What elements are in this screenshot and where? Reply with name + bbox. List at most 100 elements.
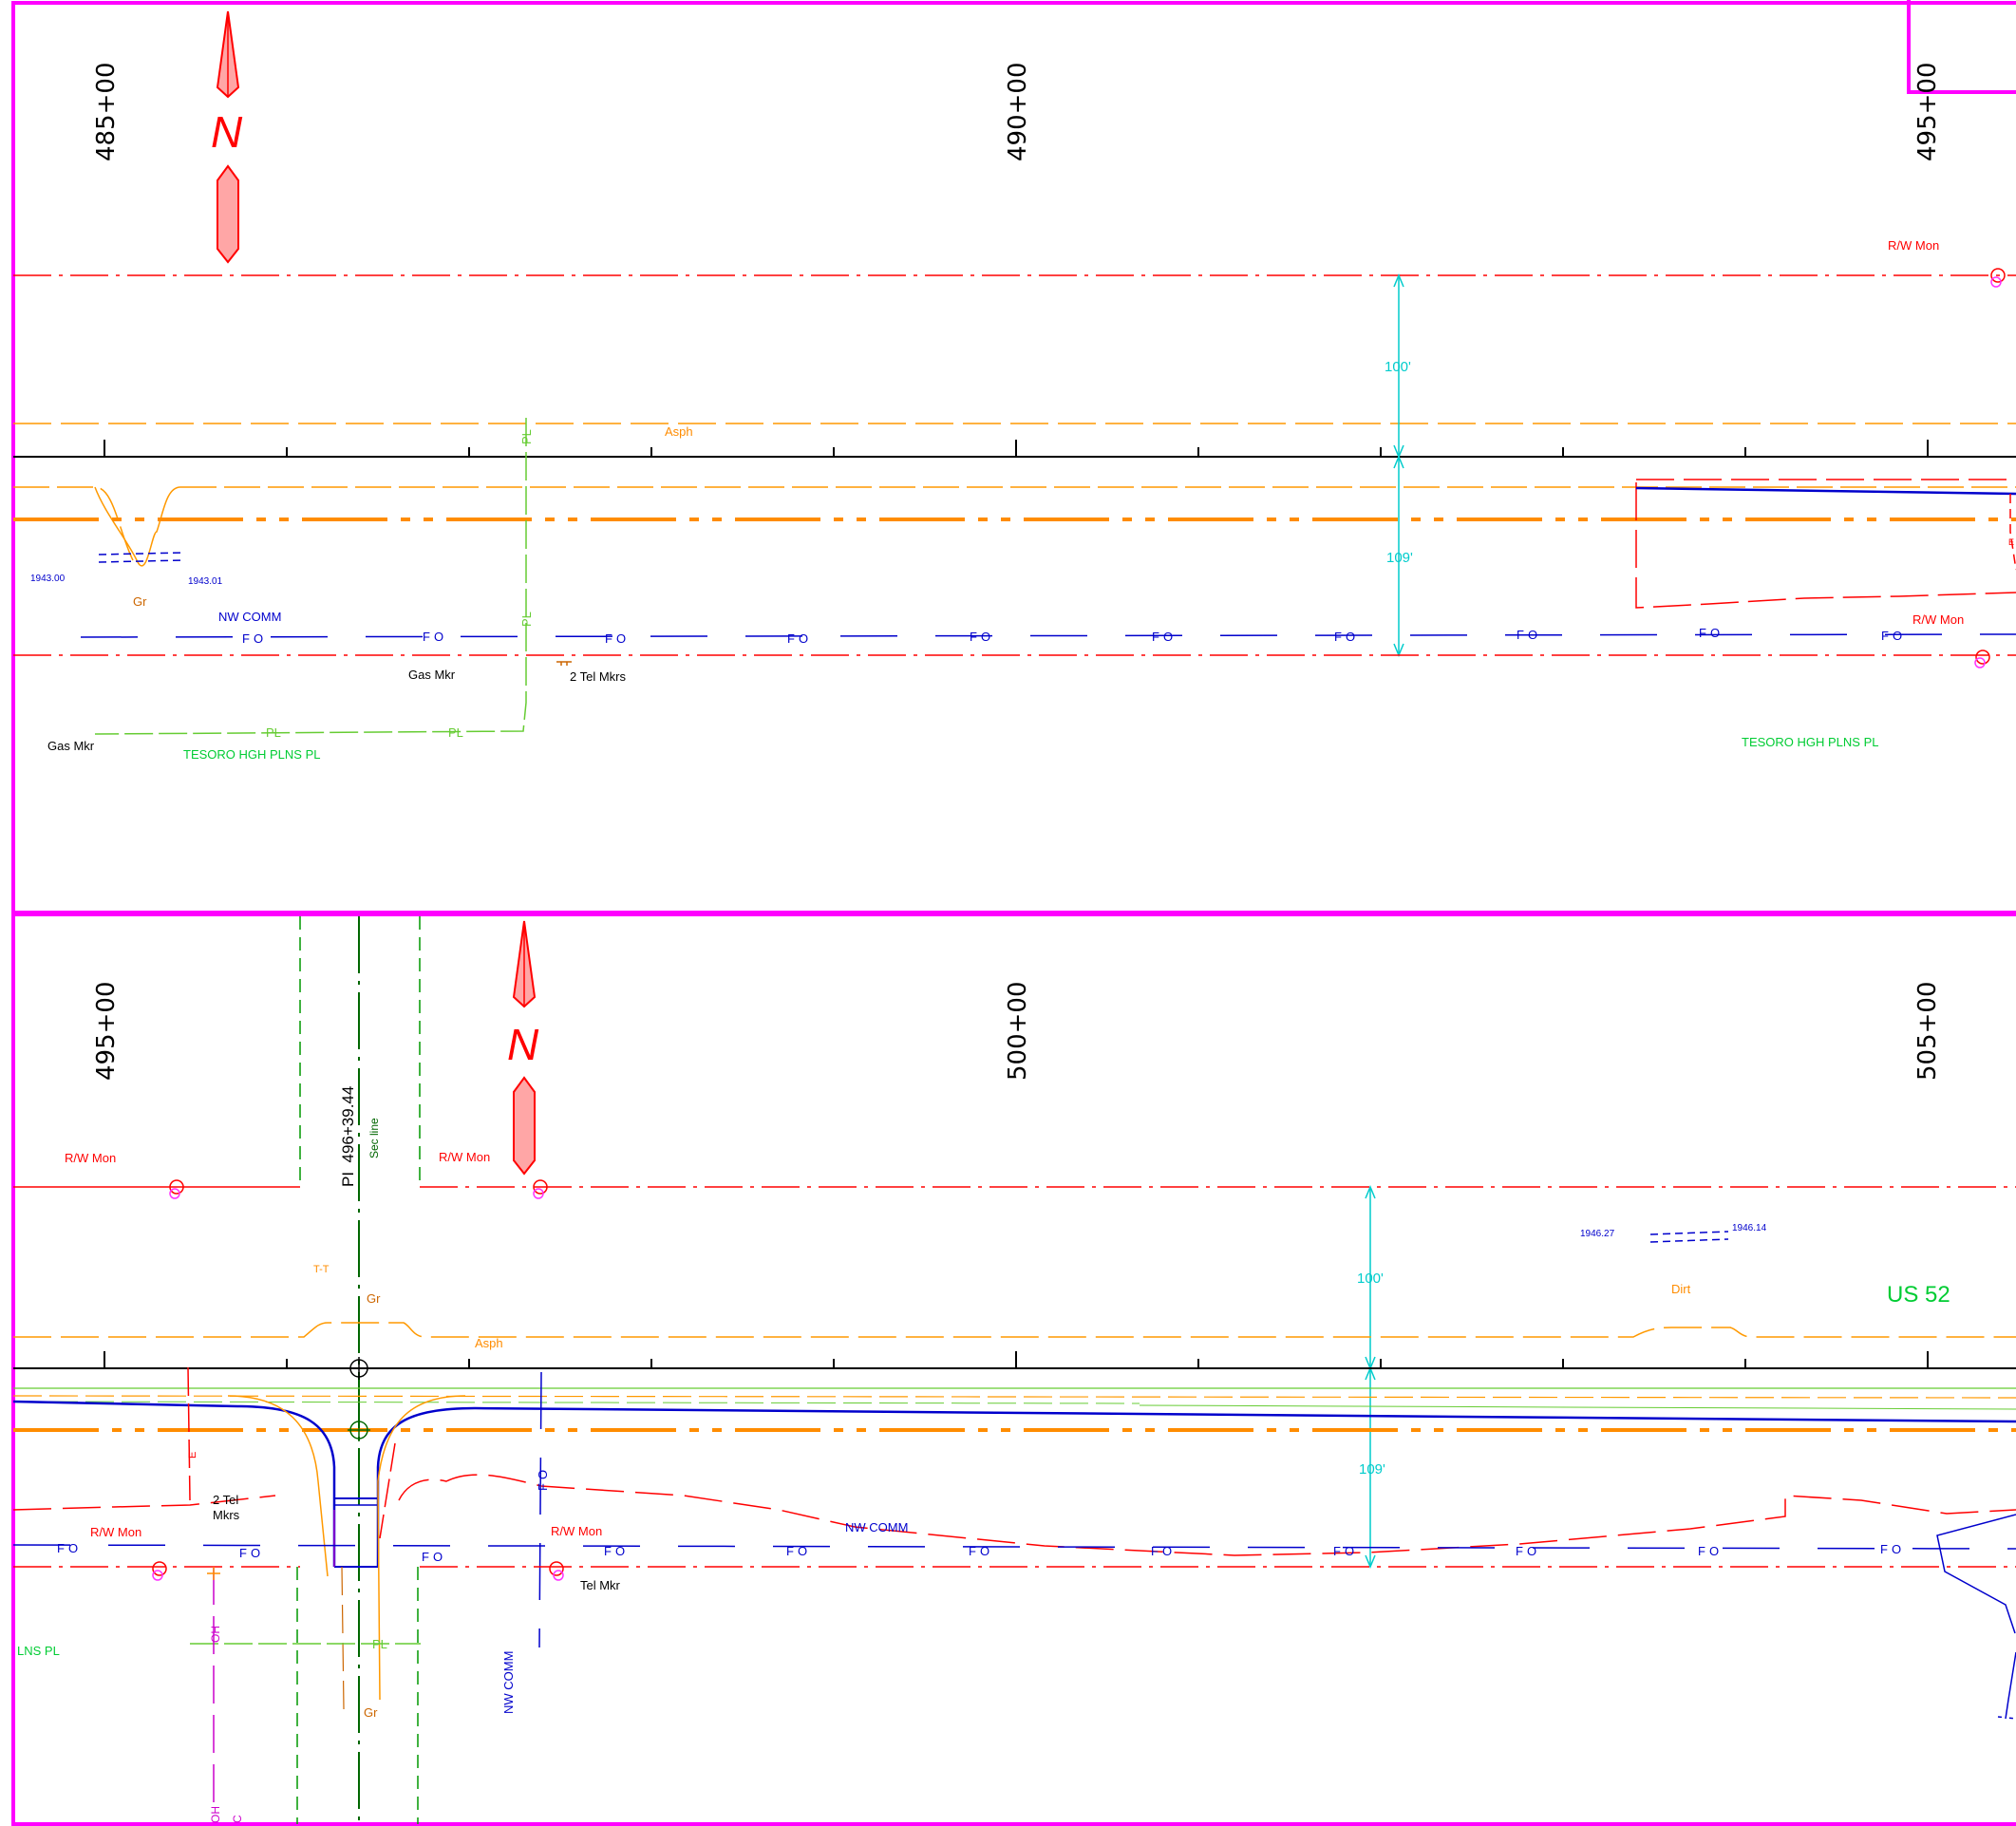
dim-109-label: 109'	[1359, 1461, 1385, 1478]
plan-sheet-2: 495+00 500+00 505+00 N PI 496+39.44 Sec …	[11, 913, 2016, 1826]
tel-marker-label: Tel Mkr	[580, 1578, 621, 1592]
station-ticks	[104, 440, 1929, 457]
svg-text:FO: FO	[1881, 629, 1906, 643]
section-line-label: Sec line	[367, 1118, 381, 1158]
row-mon-label: R/W Mon	[1888, 238, 1939, 253]
station-ticks	[104, 1351, 1929, 1368]
cross-road	[13, 916, 2016, 1824]
svg-text:FO: FO	[604, 1544, 629, 1558]
monument-icon	[1990, 268, 2006, 288]
station-label: 505+00	[1913, 982, 1942, 1082]
elevation-label: 1943.00	[30, 574, 66, 584]
station-label: 495+00	[1913, 63, 1942, 162]
fence-line-vert	[187, 1366, 396, 1539]
route-label: US 52	[1887, 1282, 1950, 1308]
pl-label: PL	[372, 1637, 387, 1651]
oh-label: OH	[209, 1806, 222, 1823]
fo-labels: FO FO FO FO FO FO FO FO FO FO	[242, 626, 1906, 646]
svg-text:FO: FO	[423, 630, 447, 644]
asph-label: Asph	[475, 1336, 503, 1350]
svg-text:FO: FO	[1517, 628, 1541, 642]
gas-marker-label: Gas Mkr	[408, 668, 456, 682]
dim-109-label: 109'	[1386, 550, 1413, 566]
elevation-label: 1943.01	[188, 576, 223, 587]
svg-text:FO: FO	[1699, 626, 1724, 640]
e-mark: E	[187, 1452, 198, 1459]
monument-icon	[533, 1179, 548, 1199]
ground-label: Gr	[364, 1705, 378, 1720]
monument-icon	[1974, 649, 1990, 668]
asphalt-edge-north	[13, 1322, 2016, 1338]
structure-outline	[1936, 1514, 2016, 1634]
svg-text:FO: FO	[1151, 1544, 1176, 1558]
fenced-area	[1635, 479, 2016, 609]
tesoro-label: TESORO HGH PLNS PL	[1742, 735, 1878, 749]
ground-label: Gr	[367, 1291, 381, 1306]
svg-text:FO: FO	[969, 1544, 993, 1558]
structure-outline	[1997, 1716, 2016, 1720]
pi-circle-icon	[348, 1419, 370, 1441]
monument-icon	[152, 1561, 167, 1581]
monument-icon	[169, 1179, 184, 1199]
dim-100-label: 100'	[1357, 1271, 1384, 1287]
culvert	[98, 552, 184, 563]
svg-text:FO: FO	[787, 631, 812, 646]
plan-sheet-1: 485+00 490+00 495+00 N R/W Mon Asph	[11, 0, 2016, 914]
station-label: 485+00	[92, 63, 121, 162]
pl-label: PL	[448, 725, 463, 740]
e-mark: E	[2008, 537, 2014, 547]
pavement-edge	[13, 486, 2016, 561]
pl-label: PL	[519, 612, 534, 627]
lns-pl-label: LNS PL	[17, 1644, 60, 1658]
pl-label: PL	[266, 725, 281, 740]
row-mon-label: R/W Mon	[65, 1151, 116, 1165]
pavement-edges	[12, 1387, 2016, 1410]
culvert	[1649, 1231, 1729, 1243]
tel-markers-label: 2 Tel Mkrs	[570, 669, 626, 684]
pi-circle-icon	[348, 1357, 370, 1380]
tel-markers-label: 2 Tel	[213, 1493, 238, 1507]
svg-text:FO: FO	[786, 1544, 811, 1558]
nw-comm-vertical: NW COMM	[501, 1651, 516, 1714]
fiber-optic-line	[80, 633, 2016, 638]
fenced-area-side	[2009, 494, 2016, 571]
fo-vertical-label: FO	[536, 1466, 550, 1491]
dimension-line	[1365, 1185, 1376, 1569]
tel-marker-symbol	[207, 1567, 220, 1580]
pipeline	[94, 418, 527, 735]
dimension-line	[1393, 273, 1404, 657]
c-mark: C	[231, 1815, 244, 1823]
svg-text:FO: FO	[1334, 630, 1359, 644]
fiber-optic-vertical	[538, 1371, 542, 1648]
tesoro-label: TESORO HGH PLNS PL	[183, 747, 320, 762]
dim-100-label: 100'	[1385, 359, 1411, 375]
north-label: N	[507, 1020, 539, 1069]
north-arrow-icon: N	[211, 10, 243, 264]
pi-station-label: PI 496+39.44	[339, 1086, 357, 1187]
monument-icon	[549, 1561, 564, 1581]
fiber-optic-line	[12, 1544, 2016, 1550]
svg-text:FO: FO	[1152, 630, 1177, 644]
svg-text:FO: FO	[970, 630, 994, 644]
ditch-line	[94, 486, 181, 567]
tel-markers-label: Mkrs	[213, 1508, 240, 1522]
north-label: N	[211, 107, 243, 157]
intersection-returns	[227, 1395, 476, 1710]
highway-edge-blue	[12, 1400, 2016, 1423]
svg-text:FO: FO	[422, 1550, 446, 1564]
elevation-label: 1946.14	[1732, 1223, 1767, 1233]
svg-text:FO: FO	[1698, 1544, 1723, 1558]
fenced-area-line	[1635, 486, 2016, 496]
fence-line	[12, 1474, 2016, 1556]
svg-text:FO: FO	[242, 631, 267, 646]
ground-label: Gr	[133, 594, 147, 609]
title-block-corner	[1907, 0, 2016, 94]
north-arrow-icon: N	[507, 920, 539, 1176]
station-label: 495+00	[92, 982, 121, 1082]
svg-text:FO: FO	[57, 1541, 82, 1555]
row-mon-label: R/W Mon	[551, 1524, 602, 1538]
station-label: 490+00	[1004, 63, 1032, 162]
svg-text:FO: FO	[605, 631, 630, 646]
fo-labels: FO FO FO FO FO FO FO FO FO FO FO	[57, 1541, 1901, 1564]
